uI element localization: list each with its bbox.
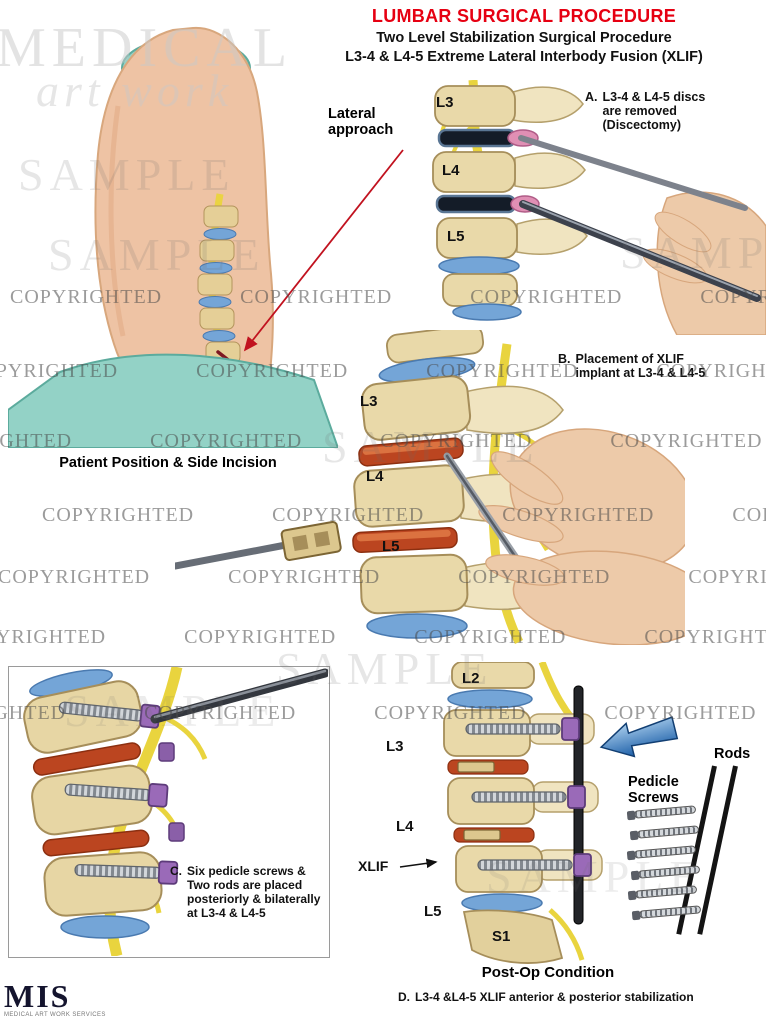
torso-shading [108,105,126,337]
l3-4-discectomy-cavity [437,128,517,148]
l5-vertebra-b [359,553,469,615]
label-a-l4: L4 [442,162,460,179]
sacrum-d [462,909,564,964]
pedicle-screw-c3 [74,860,179,885]
rongeur-lower [519,200,761,302]
panel-c-text: Six pedicle screws & Two rods are placed… [187,864,321,920]
vertebra-c1 [23,680,143,754]
l4-5-discectomy-cavity [435,194,517,214]
label-d-l2: L2 [462,670,480,687]
page-subtitle-1: Two Level Stabilization Surgical Procedu… [376,30,672,46]
lateral-approach-arrow-icon [233,142,411,360]
panel-a-text: L3-4 & L4-5 discs are removed (Discectom… [602,90,706,132]
label-b-l4: L4 [366,468,384,485]
panel-c-step: C. [170,864,182,878]
xlif-implant-l34 [457,761,495,773]
postop-caption: Post-Op Condition [481,964,615,981]
panel-d-step: D. [398,990,410,1004]
label-a-l5: L5 [447,228,465,245]
pedicle-screw-legend-item [633,845,697,859]
implant-inserter-shaft [171,540,295,570]
panel-c-caption: C. Six pedicle screws & Two rods are pla… [170,864,328,920]
panel-c-box [8,665,330,958]
label-d-l4: L4 [396,818,414,835]
l3-process-b [464,385,564,435]
pedicle-screw-legend-item [636,825,700,839]
vertebra-c3 [43,851,163,917]
panel-a-caption: A. L3-4 & L4-5 discs are removed (Discec… [585,90,763,132]
pedicle-screw-d3 [477,859,573,871]
panel-a-illustration [415,79,766,336]
xlif-implant [280,520,342,561]
mis-logo-subtext: MEDICAL ART WORK SERVICES [4,1012,106,1018]
rods-label: Rods [714,746,751,762]
contralateral-screw-head [158,742,175,762]
lower-disc [452,303,522,321]
rod-legend-item [697,765,738,935]
sacrum [442,273,518,307]
label-b-l5: L5 [382,538,400,555]
label-d-s1: S1 [492,928,511,945]
contralateral-screw-head [168,822,185,842]
panel-b-illustration [171,324,714,646]
tulip-head-d3 [573,853,592,877]
rongeur-upper [518,135,748,211]
label-a-l3: L3 [436,94,454,111]
l4-vertebra-b [353,464,465,528]
pedicle-screw-legend-item [633,805,697,819]
l3-vertebra-b [360,375,472,441]
l4-transverse-process [514,152,586,189]
label-b-l3: L3 [360,393,378,410]
blue-postop-arrow-icon [594,709,681,767]
pedicle-screws-label: Pedicle Screws [628,774,679,806]
header: LUMBAR SURGICAL PROCEDURE Two Level Stab… [285,6,763,65]
surgeon-hands-b [478,428,714,646]
panel-a-step: A. [585,90,598,104]
lumbar-spine-through-skin [197,205,241,364]
l2-vertebra-d [451,661,535,689]
label-d-l3: L3 [386,738,404,755]
panel-b-text: Placement of XLIF implant at L3-4 & L4-5 [575,352,706,380]
l4-vertebra [432,151,516,193]
teal-lower-drape [7,353,340,449]
page-subtitle-2: L3-4 & L4-5 Extreme Lateral Interbody Fu… [345,49,703,65]
tulip-head-d2 [567,785,586,809]
panel-d-illustration [400,660,640,968]
disc-space-c2 [42,829,150,857]
pedicle-screw-legend-item [638,905,702,919]
mis-logo: MIS [4,978,71,1014]
xlif-label: XLIF [358,858,389,874]
pedicle-screw-c2 [64,783,169,808]
label-d-l5: L5 [424,903,442,920]
panel-d-caption: D. L3-4 &L4-5 XLIF anterior & posterior … [398,990,764,1004]
panel-b-caption: B. Placement of XLIF implant at L3-4 & L… [558,352,763,380]
disc-space-c1 [32,742,142,776]
l5-transverse-process [516,218,588,255]
l5-s1-disc [438,256,520,276]
patient-position-illustration [7,26,340,449]
l3-transverse-process [512,86,584,123]
lateral-approach-label: Lateral approach [328,106,394,138]
patient-caption: Patient Position & Side Incision [59,455,277,471]
panel-b-step: B. [558,352,571,366]
pedicle-screw-d2 [471,791,567,803]
screwdriver-c [150,668,330,724]
xlif-implant-l45 [463,829,501,841]
xlif-pointer-arrow-icon [398,856,444,872]
tulip-head-d1 [561,717,580,741]
l3-vertebra [434,85,516,127]
page-title: LUMBAR SURGICAL PROCEDURE [371,6,677,26]
panel-d-text: L3-4 &L4-5 XLIF anterior & posterior sta… [415,990,694,1004]
pedicle-screw-d1 [465,723,561,735]
